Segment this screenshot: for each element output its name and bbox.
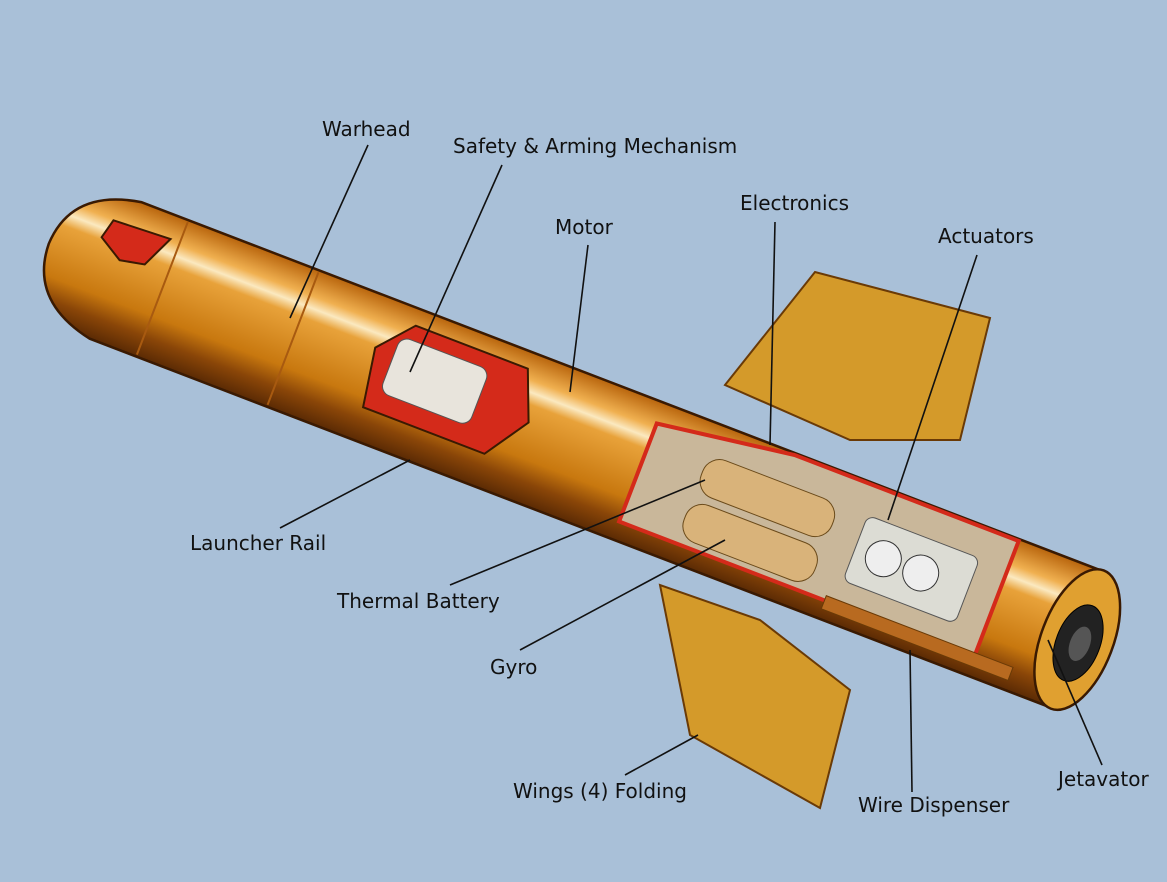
label-wings: Wings (4) Folding (513, 779, 687, 803)
label-gyro: Gyro (490, 655, 538, 679)
label-thermal-battery: Thermal Battery (337, 589, 500, 613)
label-electronics: Electronics (740, 191, 850, 215)
leader-lines (279, 144, 1103, 793)
label-launcher-rail: Launcher Rail (190, 531, 327, 555)
label-motor: Motor (555, 215, 613, 239)
label-wire-dispenser: Wire Dispenser (858, 793, 1010, 817)
nose-window (100, 219, 173, 266)
upper-wing (723, 270, 992, 441)
label-warhead: Warhead (322, 117, 411, 141)
label-jetavator: Jetavator (1058, 767, 1149, 791)
label-safety-arming: Safety & Arming Mechanism (453, 134, 738, 158)
lower-wing (658, 583, 852, 810)
label-actuators: Actuators (938, 224, 1034, 248)
